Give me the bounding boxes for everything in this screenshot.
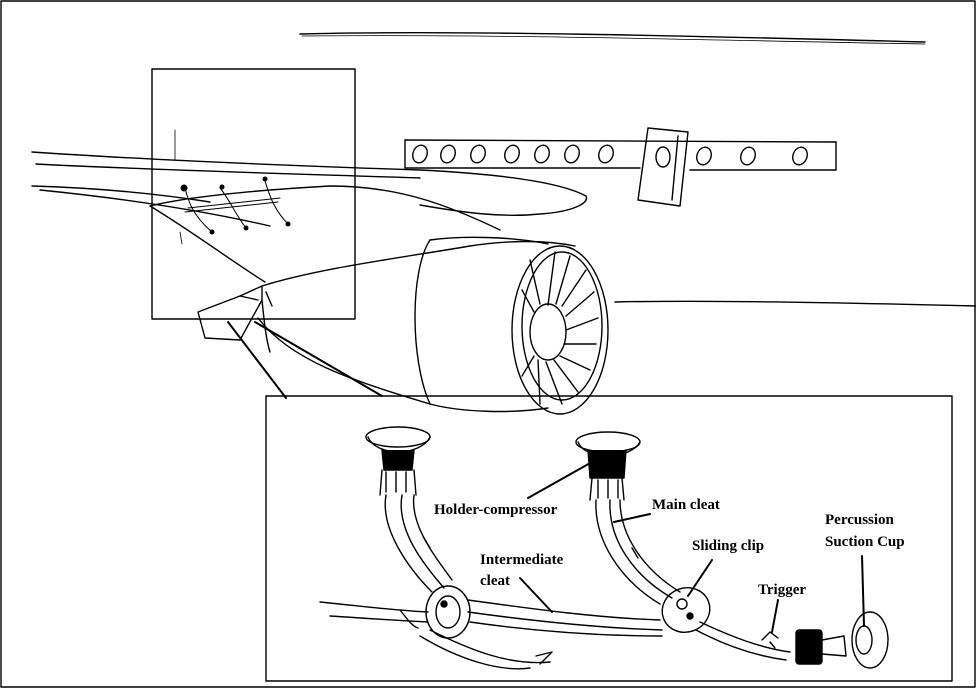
left-holder-compressor	[365, 426, 431, 496]
label-intermediate-cleat-line2: cleat	[480, 573, 510, 589]
label-trigger: Trigger	[758, 582, 806, 598]
window-row	[412, 144, 808, 166]
fuselage-line-2	[301, 35, 926, 45]
lower-wing-line	[614, 300, 976, 307]
trigger-part	[761, 631, 779, 649]
aircraft-door	[637, 127, 689, 207]
percussion-suction-cup	[795, 611, 889, 669]
label-sliding-clip: Sliding clip	[692, 538, 764, 554]
callout-line-left	[227, 321, 287, 399]
label-intermediate-cleat-line1: Intermediate	[480, 552, 564, 568]
label-leaders	[519, 461, 865, 633]
fuselage-body	[404, 139, 837, 171]
fuselage-line	[299, 32, 926, 43]
label-main-cleat: Main cleat	[652, 497, 720, 513]
callout-line-right	[254, 321, 383, 397]
left-cleat	[384, 494, 453, 593]
label-percussion-line1: Percussion	[825, 512, 895, 528]
detail-frame	[265, 395, 953, 682]
label-holder-compressor: Holder-compressor	[434, 502, 558, 518]
intermediate-cleat-body	[467, 599, 663, 637]
main-cleat-body	[595, 499, 681, 605]
left-sliding-clip	[319, 585, 553, 670]
wing	[31, 151, 588, 283]
label-percussion-line2: Suction Cup	[825, 534, 905, 550]
wing-inset-frame	[151, 68, 356, 320]
right-sliding-clip	[661, 587, 791, 661]
wing-attachment-marks	[174, 129, 291, 245]
